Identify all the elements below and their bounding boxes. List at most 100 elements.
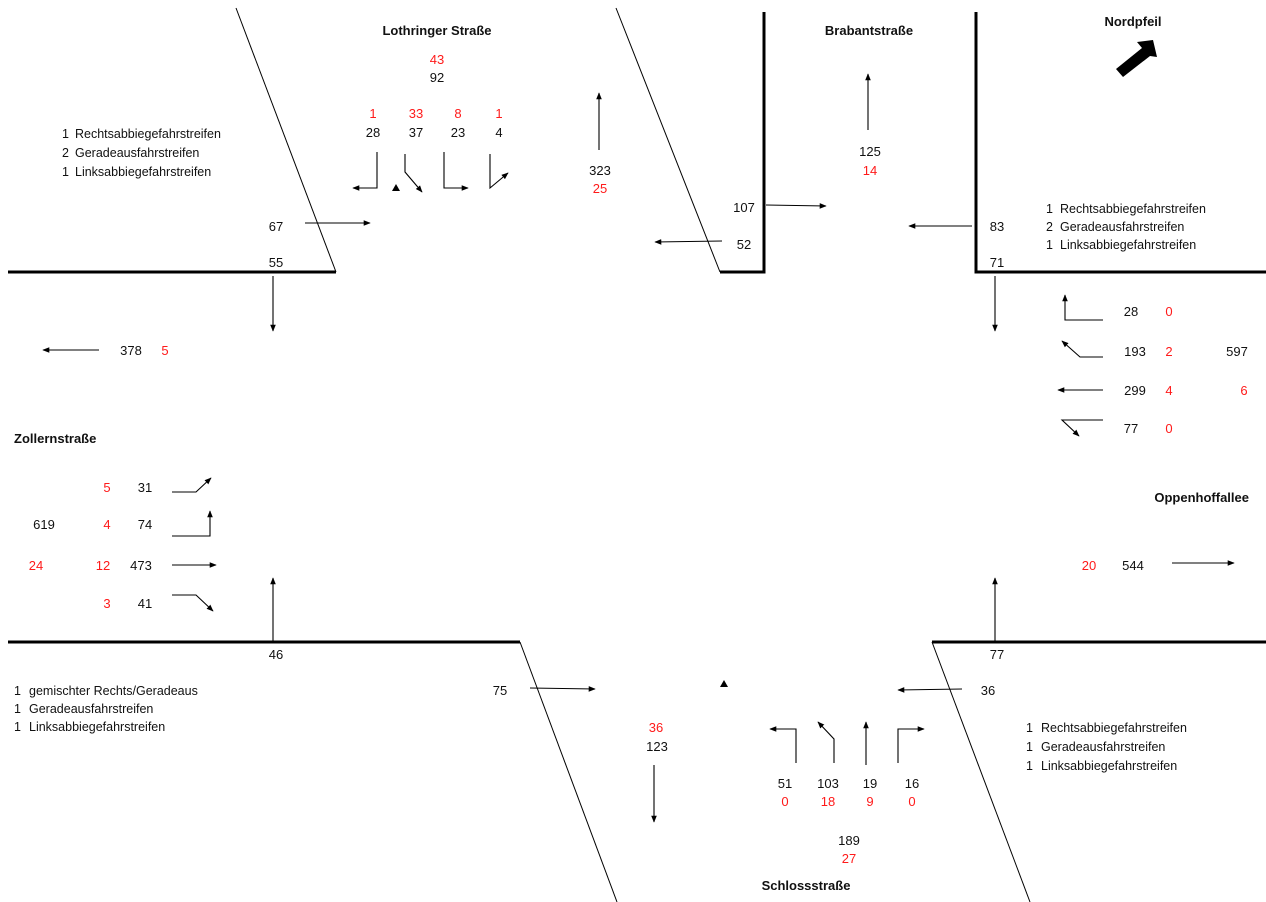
svg-text:103: 103 bbox=[817, 776, 839, 791]
svg-text:3: 3 bbox=[103, 596, 110, 611]
southwest-crossing: 46 75 bbox=[269, 577, 596, 698]
svg-text:1: 1 bbox=[369, 106, 376, 121]
north-total: 92 bbox=[430, 70, 444, 85]
east-left-turn-arrow-icon bbox=[1060, 419, 1103, 437]
svg-text:36: 36 bbox=[981, 683, 995, 698]
svg-text:1: 1 bbox=[1026, 740, 1033, 754]
straight-right-arrow-icon bbox=[404, 154, 423, 193]
south-left-turn-arrow-icon bbox=[769, 726, 797, 763]
brabant-out-arrow-icon bbox=[654, 239, 723, 245]
svg-text:16: 16 bbox=[905, 776, 919, 791]
svg-text:77: 77 bbox=[990, 647, 1004, 662]
svg-text:31: 31 bbox=[138, 480, 152, 495]
brabant-in-arrow-icon bbox=[765, 203, 827, 209]
svg-text:52: 52 bbox=[737, 237, 751, 252]
svg-text:23: 23 bbox=[451, 125, 465, 140]
svg-text:12: 12 bbox=[96, 558, 110, 573]
svg-text:28: 28 bbox=[366, 125, 380, 140]
north-arrow-icon bbox=[1116, 40, 1157, 77]
svg-text:2: 2 bbox=[1046, 220, 1053, 234]
left-turn-arrow-icon bbox=[443, 152, 469, 191]
svg-text:4: 4 bbox=[1165, 383, 1172, 398]
east-total-heavy: 6 bbox=[1240, 383, 1247, 398]
sw-right-arrow-icon bbox=[529, 686, 596, 692]
svg-text:28: 28 bbox=[1124, 304, 1138, 319]
street-name-west: Zollernstraße bbox=[14, 431, 96, 446]
north-total-heavy: 43 bbox=[430, 52, 444, 67]
street-name-east: Oppenhoffallee bbox=[1154, 490, 1249, 505]
svg-text:46: 46 bbox=[269, 647, 283, 662]
south-exit-heavy: 36 bbox=[649, 720, 663, 735]
svg-text:Rechtsabbiegefahrstreifen: Rechtsabbiegefahrstreifen bbox=[1060, 202, 1206, 216]
svg-text:1: 1 bbox=[1026, 759, 1033, 773]
lane-legend-northwest: 1 Rechtsabbiegefahrstreifen 2 Geradeausf… bbox=[62, 127, 221, 179]
svg-text:4: 4 bbox=[103, 517, 110, 532]
svg-text:41: 41 bbox=[138, 596, 152, 611]
svg-text:1: 1 bbox=[495, 106, 502, 121]
road-edges bbox=[8, 7, 1266, 902]
east-right-turn-arrow-icon bbox=[1062, 294, 1103, 321]
svg-text:1: 1 bbox=[1046, 202, 1053, 216]
east-exit-heavy: 20 bbox=[1082, 558, 1096, 573]
svg-text:5: 5 bbox=[161, 343, 168, 358]
svg-text:378: 378 bbox=[120, 343, 142, 358]
svg-text:299: 299 bbox=[1124, 383, 1146, 398]
lane-legend-southeast: 1 Rechtsabbiegefahrstreifen 1 Geradeausf… bbox=[1026, 721, 1187, 773]
uturn-arrow-icon bbox=[489, 154, 509, 190]
svg-text:0: 0 bbox=[1165, 421, 1172, 436]
southeast-crossing: 77 36 bbox=[897, 577, 1004, 698]
right-turn-arrow-icon bbox=[352, 152, 378, 191]
north-arrow: Nordpfeil bbox=[1104, 14, 1162, 77]
svg-text:Geradeausfahrstreifen: Geradeausfahrstreifen bbox=[29, 702, 153, 716]
brabant-approach: 125 14 107 52 bbox=[654, 73, 881, 252]
north-arrow-label: Nordpfeil bbox=[1104, 14, 1161, 29]
west-total: 619 bbox=[33, 517, 55, 532]
west-total-heavy: 24 bbox=[29, 558, 43, 573]
svg-text:1: 1 bbox=[1026, 721, 1033, 735]
svg-text:gemischter Rechts/Geradeaus: gemischter Rechts/Geradeaus bbox=[29, 684, 198, 698]
south-right-turn-arrow-icon bbox=[897, 726, 925, 763]
north-exit-heavy: 25 bbox=[593, 181, 607, 196]
svg-text:2: 2 bbox=[1165, 344, 1172, 359]
svg-text:9: 9 bbox=[866, 794, 873, 809]
kerb-northeast bbox=[974, 12, 1266, 274]
lane-legend-east: 1 Rechtsabbiegefahrstreifen 2 Geradeausf… bbox=[1046, 202, 1206, 252]
island-brabant-diagonal bbox=[615, 7, 721, 273]
west-approach: 378 5 5 31 619 4 74 24 12 473 3 41 bbox=[29, 343, 217, 612]
svg-text:1: 1 bbox=[14, 684, 21, 698]
svg-text:1: 1 bbox=[14, 702, 21, 716]
svg-text:19: 19 bbox=[863, 776, 877, 791]
svg-text:193: 193 bbox=[1124, 344, 1146, 359]
west-right-turn-arrow-icon bbox=[172, 594, 214, 612]
svg-text:Rechtsabbiegefahrstreifen: Rechtsabbiegefahrstreifen bbox=[1041, 721, 1187, 735]
kerb-southwest-diagonal bbox=[519, 641, 618, 902]
svg-text:1: 1 bbox=[1046, 238, 1053, 252]
svg-text:Geradeausfahrstreifen: Geradeausfahrstreifen bbox=[75, 146, 199, 160]
svg-text:1: 1 bbox=[62, 127, 69, 141]
east-exit-count: 544 bbox=[1122, 558, 1144, 573]
south-straight-left-arrow-icon bbox=[817, 721, 835, 763]
svg-text:5: 5 bbox=[103, 480, 110, 495]
south-total: 189 bbox=[838, 833, 860, 848]
street-names: Lothringer Straße Brabantstraße Zollerns… bbox=[14, 23, 1249, 893]
svg-text:77: 77 bbox=[1124, 421, 1138, 436]
svg-text:33: 33 bbox=[409, 106, 423, 121]
south-approach: 36 123 51 103 19 16 0 18 9 0 189 27 bbox=[646, 680, 925, 866]
kerb-southeast-diagonal bbox=[931, 641, 1031, 902]
east-total: 597 bbox=[1226, 344, 1248, 359]
svg-text:51: 51 bbox=[778, 776, 792, 791]
lane-legend-southwest: 1 gemischter Rechts/Geradeaus 1 Geradeau… bbox=[14, 684, 198, 734]
svg-text:Linksabbiegefahrstreifen: Linksabbiegefahrstreifen bbox=[29, 720, 165, 734]
svg-text:83: 83 bbox=[990, 219, 1004, 234]
se-left-arrow-icon bbox=[897, 687, 963, 693]
svg-text:107: 107 bbox=[733, 200, 755, 215]
svg-text:67: 67 bbox=[269, 219, 283, 234]
svg-text:Linksabbiegefahrstreifen: Linksabbiegefahrstreifen bbox=[75, 165, 211, 179]
svg-text:0: 0 bbox=[908, 794, 915, 809]
svg-text:75: 75 bbox=[493, 683, 507, 698]
triangle-marker-icon bbox=[392, 184, 400, 191]
svg-text:473: 473 bbox=[130, 558, 152, 573]
svg-text:Linksabbiegefahrstreifen: Linksabbiegefahrstreifen bbox=[1041, 759, 1177, 773]
svg-text:37: 37 bbox=[409, 125, 423, 140]
